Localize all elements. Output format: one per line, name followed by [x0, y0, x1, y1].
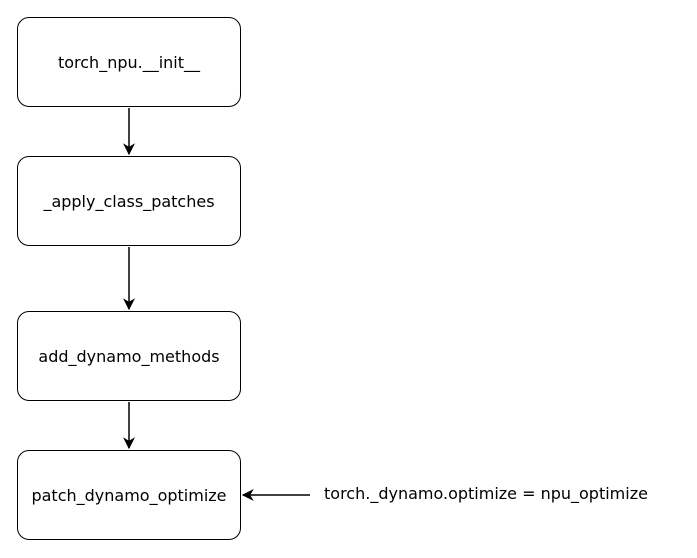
- node-label: add_dynamo_methods: [38, 346, 220, 366]
- node-add-dynamo-methods: add_dynamo_methods: [17, 311, 241, 401]
- node-apply-class-patches: _apply_class_patches: [17, 156, 241, 246]
- node-label: patch_dynamo_optimize: [31, 485, 227, 505]
- node-torch-npu-init: torch_npu.__init__: [17, 17, 241, 107]
- node-label: _apply_class_patches: [43, 191, 215, 211]
- node-label: torch_npu.__init__: [57, 52, 201, 72]
- side-note-label: torch._dynamo.optimize = npu_optimize: [324, 484, 648, 503]
- node-patch-dynamo-optimize: patch_dynamo_optimize: [17, 450, 241, 540]
